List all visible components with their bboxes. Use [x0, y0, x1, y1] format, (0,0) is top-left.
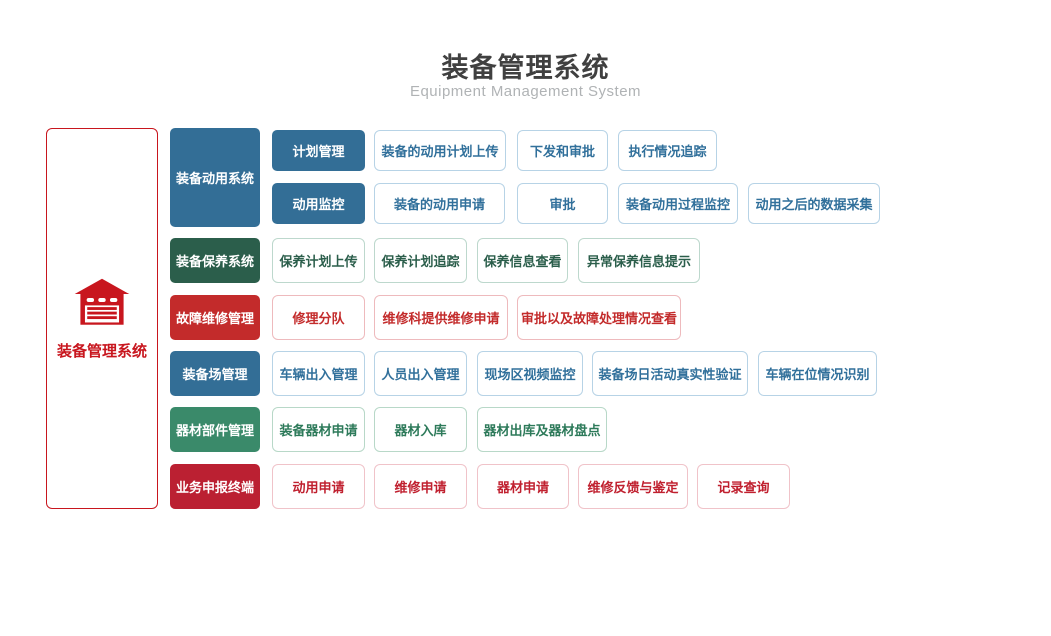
feature-box: 审批 [517, 183, 608, 224]
feature-box: 人员出入管理 [374, 351, 467, 396]
feature-box: 下发和审批 [517, 130, 608, 171]
subcategory-plan-management: 计划管理 [272, 130, 365, 171]
category-equipment-mobilization-system: 装备动用系统 [170, 128, 260, 227]
root-system-label: 装备管理系统 [56, 342, 147, 360]
feature-box: 维修申请 [374, 464, 467, 509]
feature-box: 现场区视频监控 [477, 351, 583, 396]
feature-box: 车辆在位情况识别 [758, 351, 877, 396]
page-subtitle: Equipment Management System [409, 83, 642, 100]
root-system-panel: 装备管理系统 [46, 128, 158, 509]
feature-box: 器材申请 [477, 464, 569, 509]
feature-box: 执行情况追踪 [618, 130, 717, 171]
feature-box: 器材入库 [374, 407, 467, 452]
feature-box: 装备场日活动真实性验证 [592, 351, 748, 396]
feature-box: 维修科提供维修申请 [374, 295, 508, 340]
subcategory-mobilization-monitoring: 动用监控 [272, 183, 365, 224]
feature-box: 装备器材申请 [272, 407, 365, 452]
feature-box: 异常保养信息提示 [578, 238, 700, 283]
category-equipment-depot-management: 装备场管理 [170, 351, 260, 396]
category-fault-repair-management: 故障维修管理 [170, 295, 260, 340]
feature-box: 装备动用过程监控 [618, 183, 738, 224]
feature-box: 记录查询 [697, 464, 790, 509]
feature-box: 保养计划追踪 [374, 238, 467, 283]
feature-box: 审批以及故障处理情况查看 [517, 295, 681, 340]
feature-box: 动用之后的数据采集 [748, 183, 880, 224]
feature-box: 修理分队 [272, 295, 365, 340]
category-equipment-maintenance-system: 装备保养系统 [170, 238, 260, 283]
category-materiel-parts-management: 器材部件管理 [170, 407, 260, 452]
category-business-declaration-terminal: 业务申报终端 [170, 464, 260, 509]
feature-box: 动用申请 [272, 464, 365, 509]
feature-box: 车辆出入管理 [272, 351, 365, 396]
feature-box: 器材出库及器材盘点 [477, 407, 607, 452]
page-title: 装备管理系统 [441, 53, 610, 83]
garage-icon [73, 277, 131, 332]
feature-box: 维修反馈与鉴定 [578, 464, 688, 509]
feature-box: 保养信息查看 [477, 238, 568, 283]
feature-box: 装备的动用计划上传 [374, 130, 506, 171]
feature-box: 装备的动用申请 [374, 183, 505, 224]
feature-box: 保养计划上传 [272, 238, 365, 283]
